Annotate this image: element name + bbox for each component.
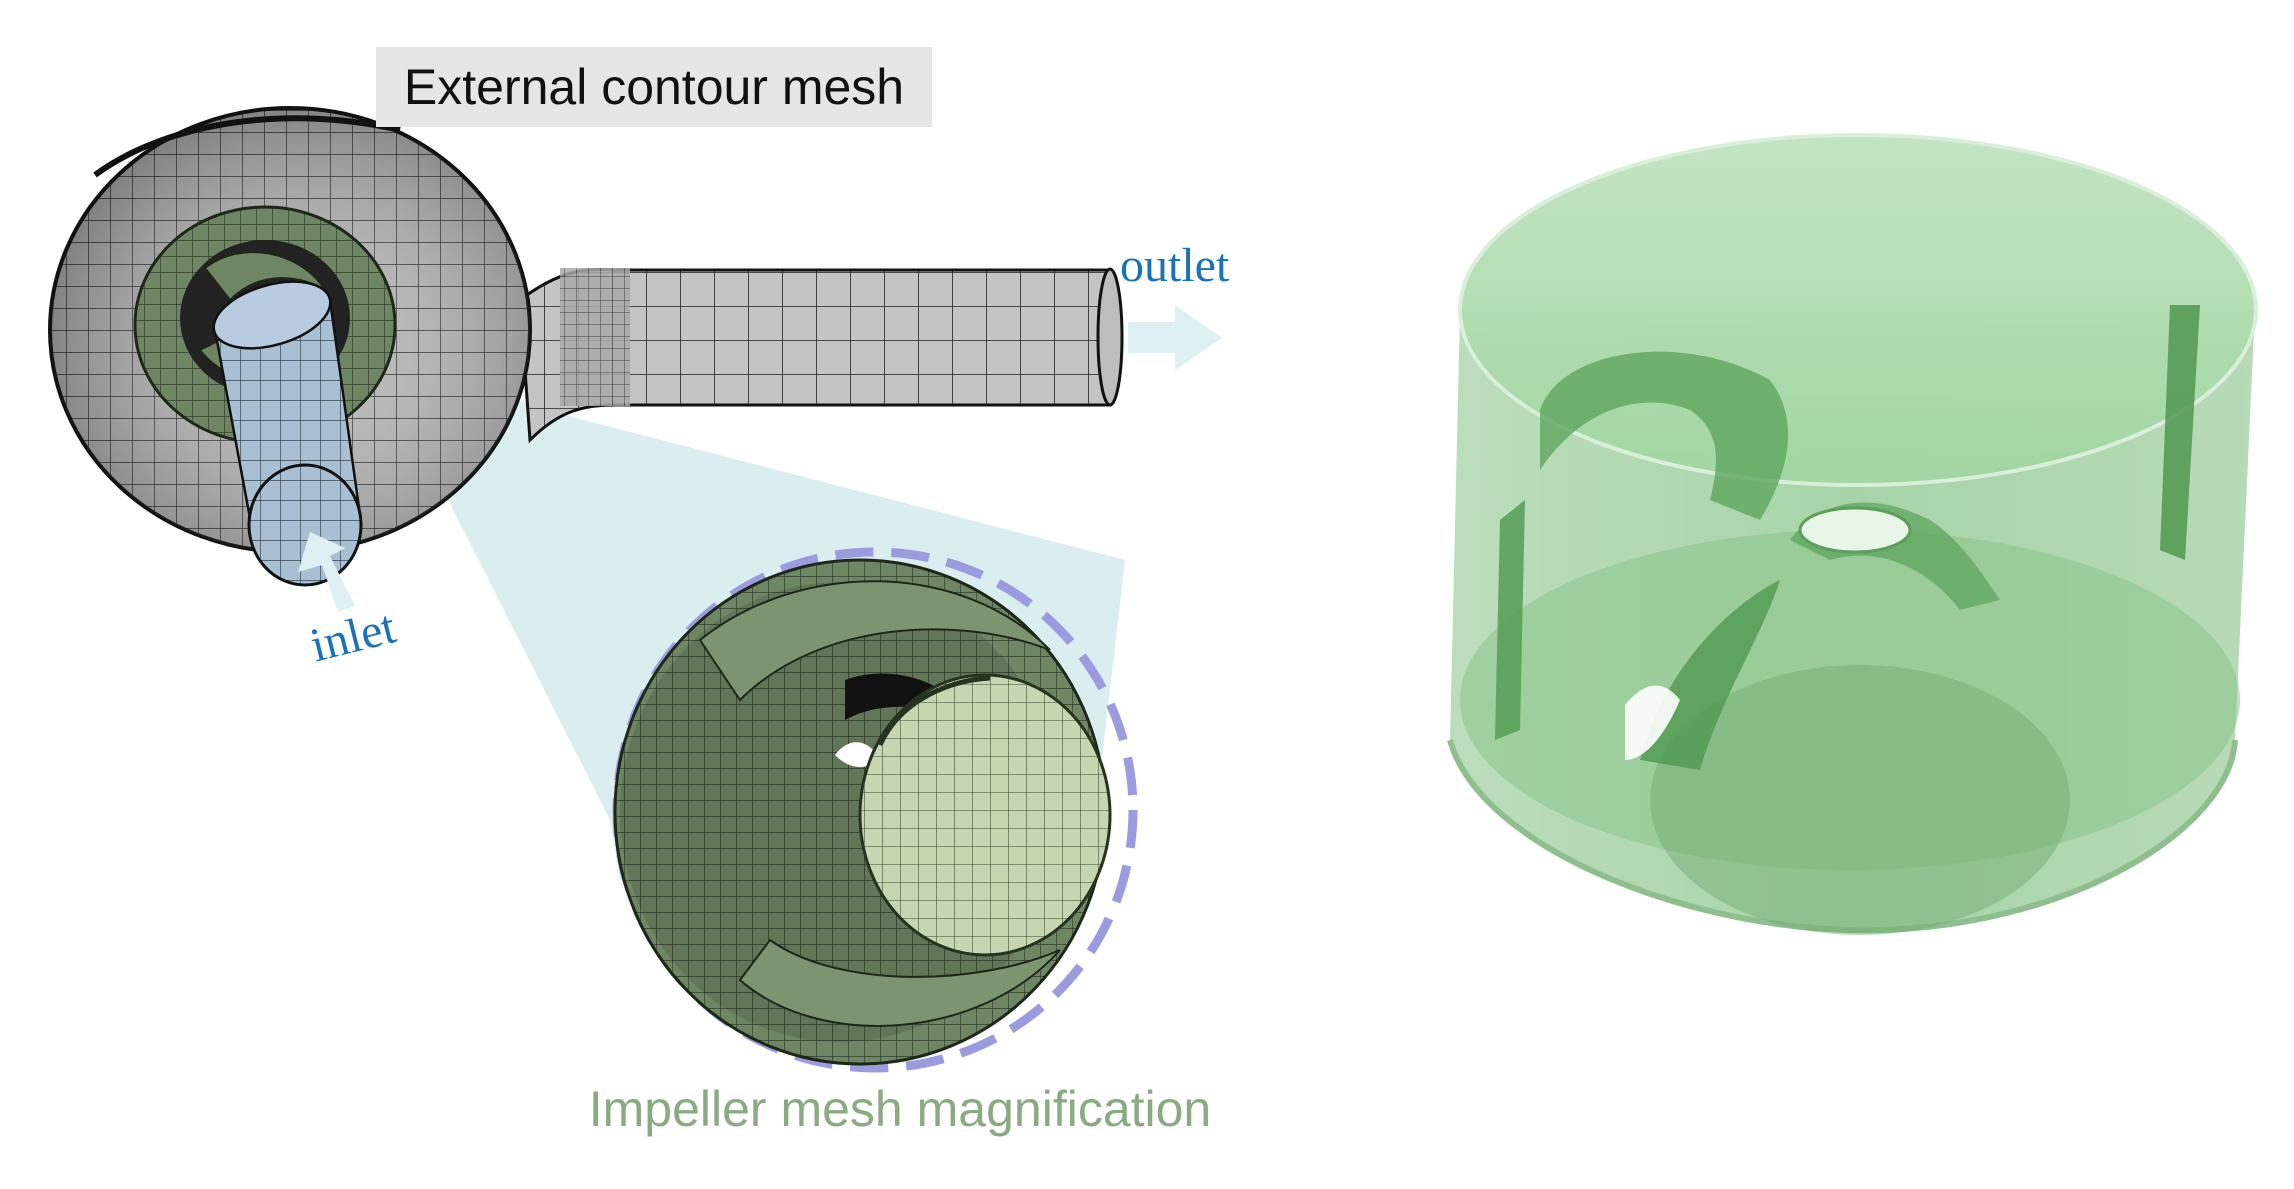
blade <box>1495 500 1525 740</box>
impeller-hub <box>858 673 1112 957</box>
outlet-label: outlet <box>1120 239 1230 292</box>
blade <box>2160 305 2200 560</box>
impeller-magnified <box>612 547 1138 1073</box>
impeller-3d-render <box>1447 133 2258 935</box>
blade <box>1540 351 1789 520</box>
blade <box>1640 580 1780 770</box>
mesh-title: External contour mesh <box>376 47 932 127</box>
pump-mesh <box>48 106 1222 905</box>
shroud-top <box>1460 135 2256 485</box>
inlet-arrow-icon <box>298 532 355 612</box>
inlet-pipe <box>212 280 363 587</box>
render-hub <box>1798 506 1912 554</box>
outlet-arrow-icon <box>1128 305 1222 370</box>
magnification-caption: Impeller mesh magnification <box>588 1081 1212 1137</box>
